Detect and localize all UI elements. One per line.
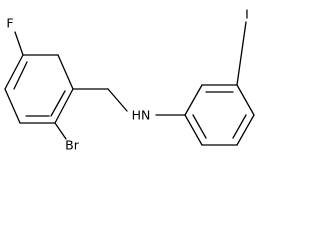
bond-ring1-bromine (54, 122, 67, 140)
ring2-bond-c6-c1 (184, 114, 203, 146)
atom-label-amine: HN (132, 108, 151, 123)
ring2-double-bond-inner-b (232, 114, 247, 139)
atom-label-iodine: I (245, 7, 249, 22)
ring2-double-bond-inner-c (192, 114, 207, 139)
ring1-bond-c4-c5 (4, 54, 24, 90)
bromofluorophenyl-ring (4, 54, 74, 124)
atom-label-bromine: Br (65, 138, 80, 153)
atom-amine-mask (128, 106, 154, 124)
atom-bromine: Br (65, 138, 80, 153)
ring2-bond-c4-c5 (236, 114, 255, 146)
ring1-bond-c3-c4 (4, 88, 21, 124)
iodophenyl-ring (184, 84, 255, 146)
atom-amine: HN (128, 106, 154, 124)
atom-iodine: I (245, 7, 249, 22)
ring1-double-bond-inner-a (50, 90, 66, 117)
ring1-bond-c6-c1 (57, 54, 74, 90)
bond-ring2-iodine (236, 21, 247, 86)
atom-label-fluorine: F (6, 16, 13, 31)
bond-ring1-fluorine (14, 31, 24, 56)
ring1-bond-c1-c2 (54, 88, 74, 124)
atom-fluorine: F (6, 16, 13, 31)
molecule-structure: F Br HN I (4, 7, 255, 153)
ring2-bond-c1-c2 (184, 84, 203, 116)
ring1-double-bond-inner-b (13, 61, 28, 90)
ring2-bond-c3-c4 (236, 84, 255, 116)
bond-ch2-nh (107, 88, 128, 112)
